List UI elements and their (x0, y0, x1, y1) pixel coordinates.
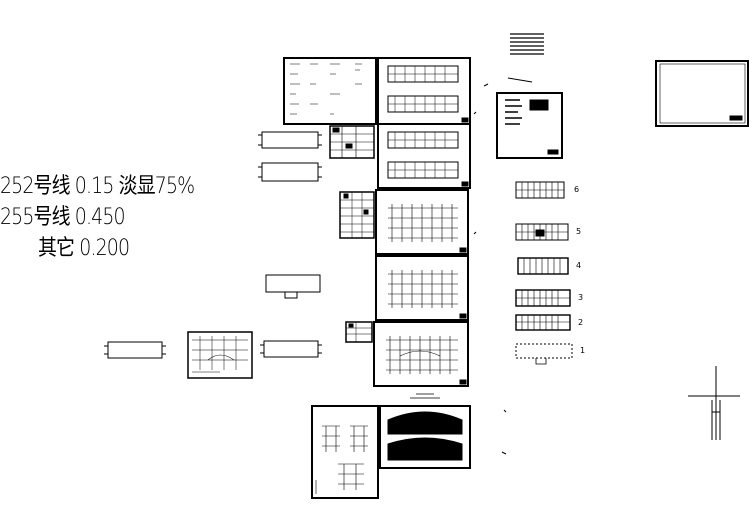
sheet-plan-1 (377, 57, 471, 125)
floor-label-2: 2 (578, 318, 584, 327)
building-outline-1 (258, 131, 322, 149)
floor-label-1: 1 (580, 346, 586, 355)
sheet-legend (496, 92, 563, 159)
floor-plan-5 (515, 223, 569, 241)
sheet-notes (283, 57, 377, 125)
building-outline-2 (258, 162, 322, 182)
section-marker (688, 366, 740, 440)
sheet-plan-2 (377, 123, 471, 189)
floor-label-3: 3 (578, 293, 584, 302)
floor-plan-1 (515, 343, 573, 365)
note-line-1: 252号线 0.15 淡显75% (0, 174, 195, 199)
building-outline-5 (260, 340, 322, 358)
note-line-3: 其它 0.200 (38, 236, 130, 261)
sheet-bottom-right (379, 393, 471, 469)
floor-plan-6 (515, 181, 565, 199)
sheet-side-table-1 (339, 191, 375, 239)
sheet-detail-plan (187, 331, 253, 379)
floor-plan-2 (515, 314, 571, 331)
building-outline-3 (265, 274, 321, 299)
leader-line (507, 77, 533, 83)
sheet-side-table-2 (345, 321, 373, 343)
hatched-legend (510, 33, 544, 55)
note-line-2: 255号线 0.450 (0, 205, 126, 230)
sheet-bottom-left (311, 405, 379, 499)
sheet-plan-5 (373, 321, 469, 387)
sheet-plan-4 (375, 255, 469, 321)
sheet-blank-titleblock (655, 60, 749, 127)
sheet-small-table (329, 125, 375, 159)
floor-plan-3 (515, 289, 571, 307)
floor-plan-4 (517, 257, 569, 275)
floor-label-6: 6 (574, 185, 580, 194)
floor-label-5: 5 (576, 227, 582, 236)
building-outline-4 (104, 341, 166, 359)
floor-label-4: 4 (576, 261, 582, 270)
sheet-plan-3 (375, 189, 469, 255)
